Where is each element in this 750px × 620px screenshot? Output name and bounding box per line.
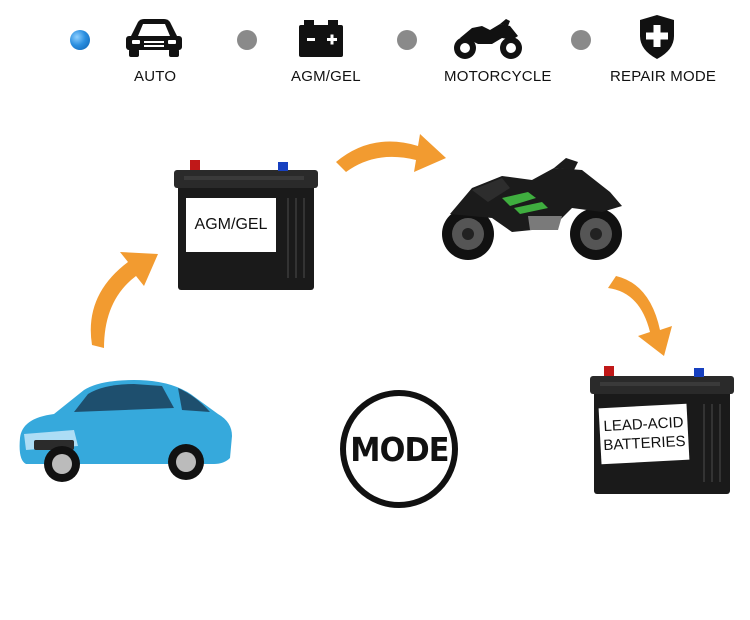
battery-agm-gel-label: AGM/GEL [186,198,276,252]
arrow-agm-to-moto [336,134,446,172]
mode-motorcycle-label: MOTORCYCLE [444,68,552,85]
arrow-car-to-agm [90,252,158,348]
battery-icon [299,20,343,57]
mode-agm-gel-indicator[interactable] [237,30,257,50]
battery-lead-acid-line2: BATTERIES [602,432,687,455]
arrow-moto-to-lead [608,276,672,356]
battery-lead-acid-label: LEAD-ACID BATTERIES [598,403,690,465]
car-image [19,380,232,482]
mode-auto-indicator[interactable] [70,30,90,50]
mode-repair-indicator[interactable] [571,30,591,50]
mode-motorcycle-indicator[interactable] [397,30,417,50]
mode-agm-gel-label: AGM/GEL [291,68,361,85]
mode-auto-label: AUTO [134,68,177,85]
mode-repair-label: REPAIR MODE [610,68,717,85]
shield-plus-icon [640,15,674,59]
motorcycle-image [442,158,622,260]
motorcycle-icon [454,19,522,59]
mode-button-label: MODE [349,429,449,469]
car-icon [126,19,182,57]
mode-button[interactable]: MODE [340,390,458,508]
